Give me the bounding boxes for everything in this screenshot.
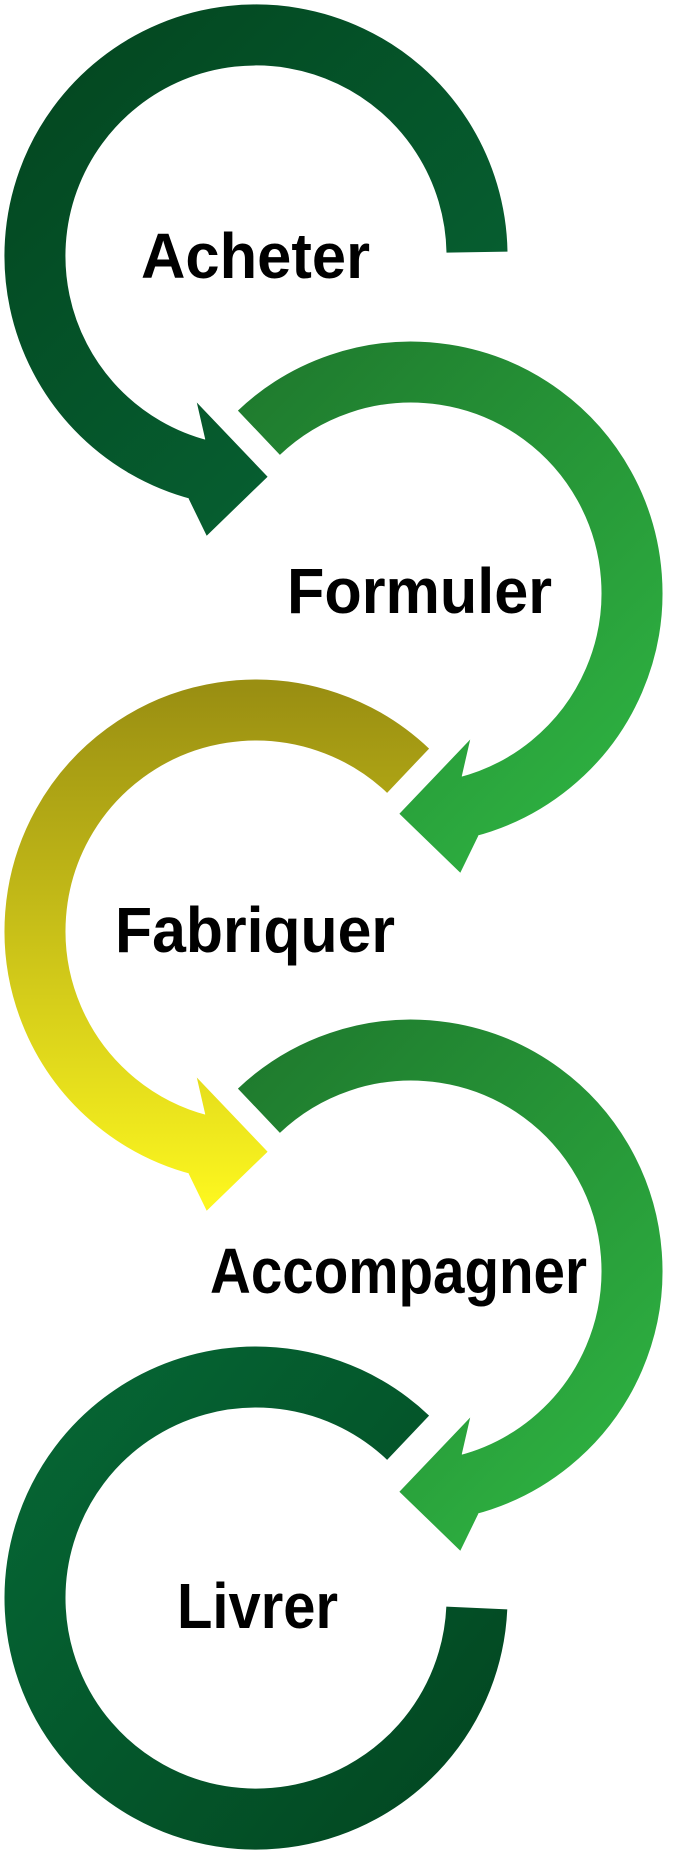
curved-arrow-band (4, 679, 430, 1175)
step-label-formuler: Formuler (287, 555, 552, 627)
arrow-head-icon (399, 1417, 479, 1551)
curved-arrow-band (4, 4, 508, 500)
step-label-livrer: Livrer (177, 1570, 338, 1642)
step-fabriquer-arrow (4, 679, 430, 1211)
curved-arrow-band (237, 341, 663, 837)
step-livrer-ring (4, 1346, 508, 1850)
arrow-head-icon (188, 402, 268, 536)
step-label-fabriquer: Fabriquer (115, 894, 395, 966)
step-label-accompagner: Accompagner (210, 1235, 587, 1307)
curved-ring-band (4, 1346, 508, 1850)
curved-arrow-band (237, 1019, 663, 1515)
step-acheter-arrow (4, 4, 508, 536)
step-accompagner-arrow (237, 1019, 663, 1551)
arrow-head-icon (399, 739, 479, 873)
step-formuler-arrow (237, 341, 663, 873)
arrow-head-icon (188, 1077, 268, 1211)
step-label-acheter: Acheter (141, 220, 370, 292)
